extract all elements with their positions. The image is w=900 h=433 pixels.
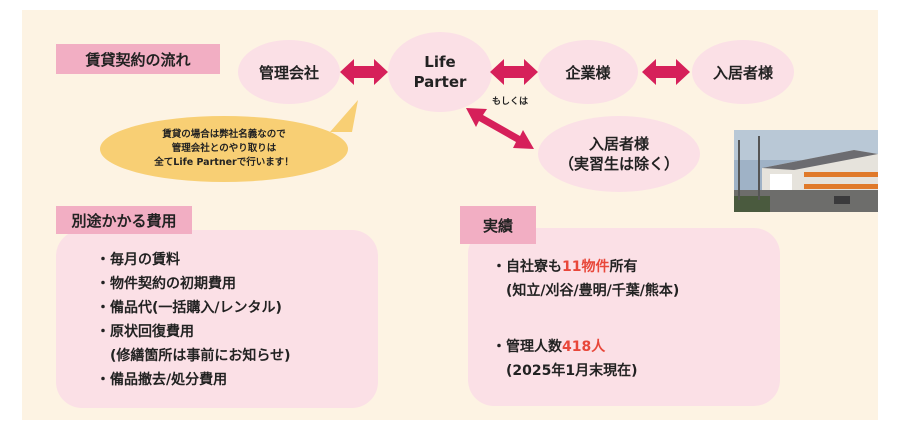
double-arrow-icon (642, 59, 690, 85)
speech-bubble: 賃貸の場合は弊社名義なので 管理会社とのやり取りは 全てLife Partner… (100, 116, 348, 182)
results-managed-prefix: ・管理人数 (492, 339, 562, 355)
cost-item: ・備品代(一括購入/レンタル) (96, 300, 282, 316)
results-managed-count: 418人 (562, 339, 606, 355)
node-life-partner-line2: Parter (413, 73, 467, 91)
results-dorm-prefix: ・自社寮も (492, 259, 562, 275)
node-resident-alt: 入居者様 （実習生は除く） (538, 116, 700, 192)
cost-item: ・原状回復費用 (96, 324, 194, 340)
cost-item: ・物件契約の初期費用 (96, 276, 236, 292)
costs-title: 別途かかる費用 (56, 206, 192, 234)
results-dorm-line: ・自社寮も11物件所有 (492, 255, 679, 279)
speech-line-2: 管理会社とのやり取りは (171, 143, 277, 155)
speech-line-1: 賃貸の場合は弊社名義なので (162, 129, 286, 141)
apartment-photo (734, 130, 878, 212)
node-management-company: 管理会社 (238, 40, 340, 104)
flow-title: 賃貸契約の流れ (56, 44, 220, 74)
costs-list: ・毎月の賃料 ・物件契約の初期費用 ・備品代(一括購入/レンタル) ・原状回復費… (96, 248, 291, 392)
double-arrow-icon (340, 59, 388, 85)
results-list: ・自社寮も11物件所有 (知立/刈谷/豊明/千葉/熊本) ・管理人数418人 (… (492, 255, 679, 383)
node-resident-label: 入居者様 (712, 63, 773, 82)
node-company-label: 企業様 (565, 63, 611, 82)
double-arrow-icon (490, 59, 538, 85)
node-resident: 入居者様 (692, 40, 794, 104)
node-life-partner-line1: Life (424, 52, 456, 71)
node-resident-alt-line2: （実習生は除く） (558, 155, 679, 173)
cost-item: ・毎月の賃料 (96, 252, 180, 268)
node-resident-alt-line1: 入居者様 (588, 134, 649, 153)
results-title: 実績 (460, 206, 536, 244)
results-managed-date: (2025年1月末現在) (506, 363, 638, 379)
results-dorm-locations: (知立/刈谷/豊明/千葉/熊本) (506, 283, 680, 299)
costs-card (56, 230, 378, 408)
speech-bubble-tail (330, 100, 358, 132)
node-company: 企業様 (538, 40, 638, 104)
results-dorm-count: 11物件 (562, 259, 610, 275)
results-dorm-suffix: 所有 (609, 259, 638, 275)
node-management-company-label: 管理会社 (258, 63, 319, 82)
speech-line-3: 全てLife Partnerで行います！ (154, 156, 294, 168)
results-managed-line: ・管理人数418人 (492, 335, 679, 359)
cost-item: ・備品撤去/処分費用 (96, 372, 228, 388)
or-label: もしくは (492, 97, 529, 107)
node-life-partner: Life Parter (388, 32, 492, 112)
results-card (468, 228, 780, 406)
cost-item: (修繕箇所は事前にお知らせ) (96, 348, 291, 364)
diagonal-double-arrow-icon (466, 108, 534, 149)
